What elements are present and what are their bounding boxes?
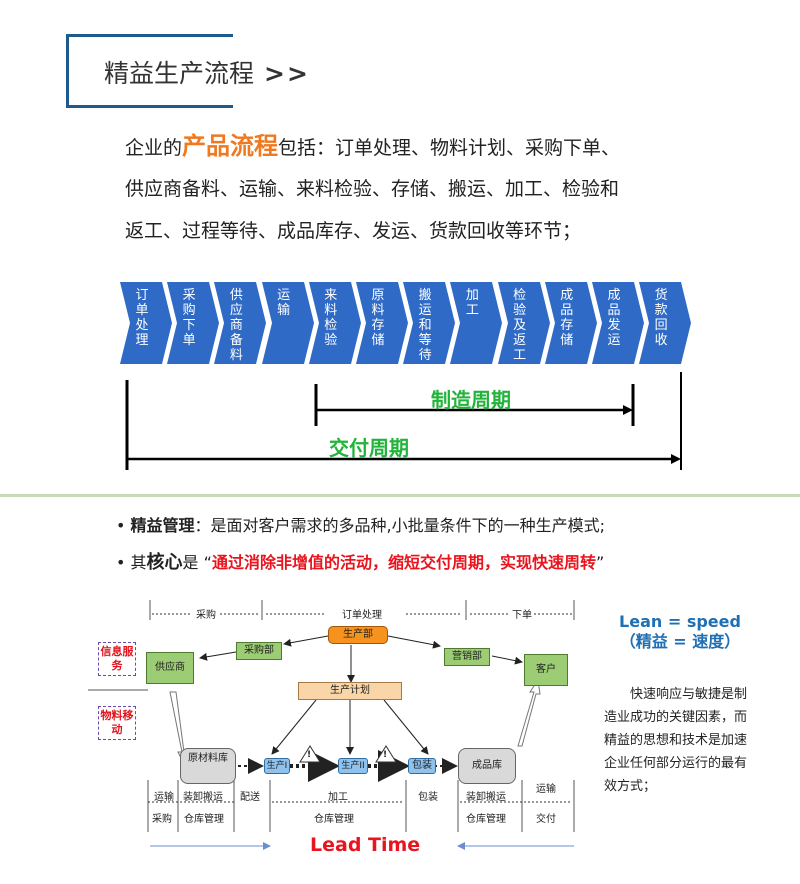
delivery-cycle-label: 交付周期 (329, 436, 409, 460)
process-step-label: 采购下单 (182, 288, 196, 348)
packing-box: 包装 (408, 758, 436, 774)
warning-icon: ! (307, 750, 312, 760)
process-step-chevron: 成品存储 (544, 282, 597, 364)
chevron-shape (544, 282, 597, 364)
title-frame (66, 34, 233, 108)
process-step-label: 检验及返工 (513, 288, 527, 363)
process-step-chevron: 来料检验 (308, 282, 361, 364)
process-2-box: 生产II (338, 758, 368, 774)
process-1-box: 生产I (264, 758, 290, 774)
cell-warehouse-mgmt: 仓库管理 (466, 814, 506, 825)
manufacturing-cycle-label: 制造周期 (431, 388, 511, 412)
process-step-chevron: 加工 (450, 282, 503, 364)
bullet-core: • 其核心是 “通过消除非增值的活动，缩短交付周期，实现快速周转” (116, 552, 605, 573)
intro-line-2: 供应商备料、运输、来料检验、存储、搬运、加工、检验和 (125, 178, 620, 200)
process-step-chevron: 供应商备料 (214, 282, 267, 364)
material-movement-label: 物料移动 (98, 706, 136, 740)
customer-box: 客户 (524, 654, 568, 686)
process-step-chevron: 订单处理 (120, 282, 172, 364)
process-step-chevron: 货款回收 (639, 282, 692, 364)
sales-dept-box: 营销部 (444, 648, 490, 666)
page-title: 精益生产流程>> (104, 59, 310, 88)
chevron-shape (497, 282, 550, 364)
process-step-label: 订单处理 (135, 288, 149, 348)
intro-line-1: 企业的产品流程包括：订单处理、物料计划、采购下单、 (125, 132, 621, 160)
process-step-label: 原料存储 (371, 288, 385, 348)
chevron-shape (261, 282, 314, 364)
section-ordering: 下单 (512, 610, 532, 621)
chevron-shape (214, 282, 267, 364)
process-step-label: 运输 (277, 288, 291, 318)
supplier-box: 供应商 (146, 652, 194, 684)
finished-goods-store-box: 成品库 (458, 748, 516, 784)
chevron-shape (120, 282, 172, 364)
process-step-label: 搬运和等待 (418, 288, 432, 363)
cell-handling: 装卸搬运 (183, 792, 223, 803)
process-step-label: 加工 (465, 288, 479, 318)
chevron-shape (356, 282, 408, 364)
title-frame-gap (225, 54, 235, 86)
cell-warehouse-mgmt: 仓库管理 (184, 814, 224, 825)
bullet-lean-management: • 精益管理：是面对客户需求的多品种,小批量条件下的一种生产模式; (116, 516, 606, 535)
chevron-shape (639, 282, 692, 364)
cell-delivery: 交付 (536, 814, 556, 825)
process-step-label: 成品发运 (607, 288, 621, 348)
flow-connectors (88, 600, 575, 850)
lean-flow-diagram: 采购 订单处理 下单 信息服务 物料移动 生产部 采购部 营销部 供应商 客户 … (88, 596, 588, 862)
cycle-brackets (125, 372, 682, 470)
process-step-label: 成品存储 (560, 288, 574, 348)
lead-time-label: Lead Time (310, 834, 421, 856)
process-step-chevron: 原料存储 (356, 282, 408, 364)
cell-procurement: 采购 (152, 814, 172, 825)
process-step-label: 供应商备料 (229, 288, 243, 363)
lean-description: 快速响应与敏捷是制造业成功的关键因素，而精益的思想和技术是加速企业任何部分运行的… (604, 687, 748, 794)
process-step-chevron: 检验及返工 (497, 282, 550, 364)
cell-handling: 装卸搬运 (466, 792, 506, 803)
intro-line-3: 返工、过程等待、成品库存、发运、货款回收等环节； (125, 220, 582, 242)
info-service-label: 信息服务 (98, 642, 136, 676)
cell-warehouse-mgmt: 仓库管理 (314, 814, 354, 825)
process-step-chevron: 搬运和等待 (403, 282, 456, 364)
cell-transport: 运输 (536, 784, 556, 795)
title-arrows: >> (264, 59, 310, 88)
chevron-shape (403, 282, 456, 364)
cell-packing: 包装 (418, 792, 438, 803)
production-dept-box: 生产部 (328, 626, 388, 644)
process-step-label: 货款回收 (654, 288, 668, 348)
chevron-shape (592, 282, 644, 364)
chevron-shape (450, 282, 503, 364)
raw-material-store-box: 原材料库 (180, 748, 236, 784)
process-step-chevron: 成品发运 (592, 282, 644, 364)
lean-speed-title: Lean = speed（精益 = 速度） (619, 612, 741, 651)
product-flow-highlight: 产品流程 (182, 132, 279, 160)
process-step-chevron: 采购下单 (167, 282, 220, 364)
cell-distribution: 配送 (240, 792, 260, 803)
cell-processing: 加工 (328, 792, 348, 803)
warning-icon: ! (383, 750, 388, 760)
production-plan-box: 生产计划 (298, 682, 402, 700)
section-divider (0, 494, 800, 497)
process-step-chevron: 运输 (261, 282, 314, 364)
chevron-shape (167, 282, 220, 364)
chevron-shape (308, 282, 361, 364)
cell-transport: 运输 (154, 792, 174, 803)
process-step-label: 来料检验 (324, 288, 338, 348)
purchasing-dept-box: 采购部 (236, 642, 282, 660)
section-purchasing: 采购 (196, 610, 216, 621)
section-order-processing: 订单处理 (342, 610, 382, 621)
